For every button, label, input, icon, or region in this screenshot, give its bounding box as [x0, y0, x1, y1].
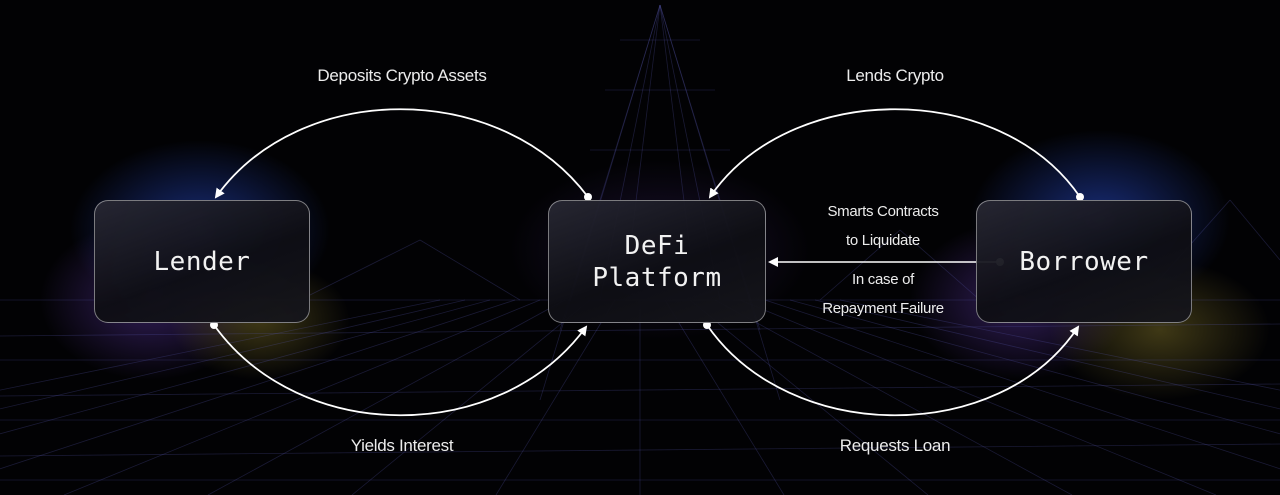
deposits-arrow-tail — [584, 193, 592, 201]
deposits-label: Deposits Crypto Assets — [317, 66, 487, 85]
lender-label: Lender — [153, 246, 251, 277]
lends-label: Lends Crypto — [846, 66, 944, 85]
liquidate-label-line4: Repayment Failure — [822, 300, 944, 317]
borrower-label: Borrower — [1019, 246, 1149, 277]
borrower-node: Borrower — [976, 200, 1192, 323]
requests-arrow-tail — [703, 321, 711, 329]
lends-arrow — [708, 108, 1081, 199]
requests-label: Requests Loan — [839, 436, 951, 455]
yields-arrow — [213, 324, 588, 417]
liquidate-label-line1: Smarts Contracts — [827, 203, 939, 220]
liquidate-label-line2: to Liquidate — [846, 232, 920, 249]
yields-label: Yields Interest — [350, 436, 454, 455]
lender-node: Lender — [94, 200, 310, 323]
defi-platform-label: DeFi Platform — [592, 230, 722, 293]
yields-arrow-tail — [210, 321, 218, 329]
lends-arrow-tail — [1076, 193, 1084, 201]
defi-platform-node: DeFi Platform — [548, 200, 766, 323]
requests-arrow — [706, 324, 1080, 417]
liquidate-label-line3: In case of — [851, 271, 915, 288]
deposits-arrow — [214, 108, 589, 199]
